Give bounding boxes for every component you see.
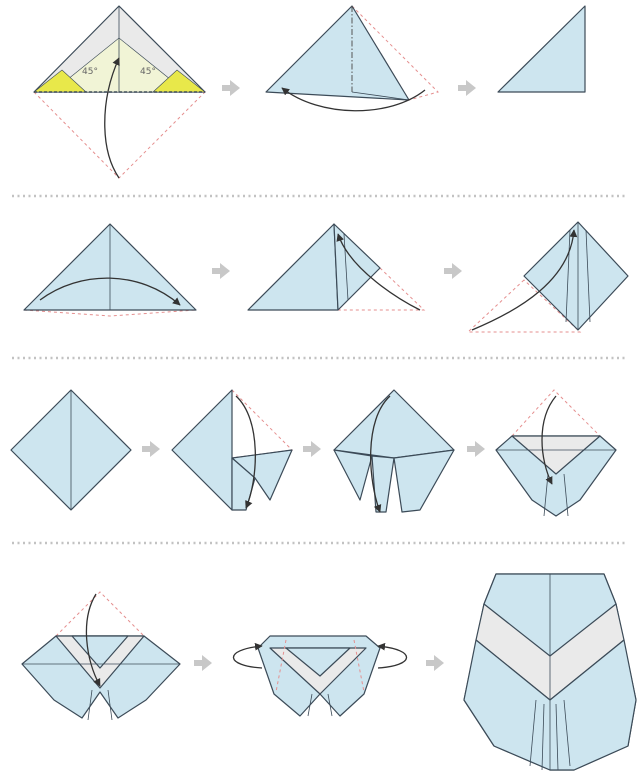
step-3: [497, 5, 586, 93]
step12-right-arrow: [377, 642, 408, 669]
step2-triangle: [265, 5, 410, 101]
step2-fold-arrow: [281, 87, 426, 112]
step-arrow-5: [142, 441, 160, 457]
step-6: [466, 221, 629, 333]
step-arrow-4: [444, 263, 462, 279]
step-4: [23, 223, 197, 317]
step-arrow-1: [222, 80, 240, 96]
step9-mid-flap: [371, 455, 395, 513]
step8-guide: [231, 388, 294, 459]
step-11: [21, 591, 181, 721]
step13-leg-2: [563, 699, 571, 767]
step-5: [247, 223, 426, 311]
step-9: [332, 388, 455, 513]
step13-leg-4: [555, 703, 559, 771]
step12-right-guide: [353, 639, 365, 693]
step6-diagonal-2: [565, 229, 571, 323]
step12-crease-2: [327, 693, 333, 717]
step9-right-flap: [393, 449, 455, 513]
step-13: [463, 573, 637, 771]
step1-unfolded-guide: [32, 91, 207, 179]
step-arrow-2: [458, 80, 476, 96]
step9-fold-arrow: [370, 395, 391, 513]
step2-inner-edge: [351, 91, 410, 101]
step9-top: [333, 389, 455, 459]
step-12: [232, 635, 408, 717]
step6-diagonal-3: [585, 229, 591, 323]
step-7: [10, 389, 132, 511]
step1-fold-up-arrow: [104, 57, 120, 179]
step-1: 45° 45°: [32, 5, 207, 179]
step11-guide: [54, 591, 146, 637]
step12-left-guide: [275, 639, 287, 693]
step-arrow-9: [426, 655, 444, 671]
step3-half-triangle: [497, 5, 586, 93]
step1-left-mark: 45°: [82, 67, 98, 77]
step9-left-flap: [333, 449, 373, 501]
step-2: [265, 5, 439, 112]
step12-left-arrow: [232, 642, 263, 669]
step8-left-half: [171, 389, 233, 511]
step-arrow-8: [194, 655, 212, 671]
step10-guide: [510, 389, 602, 437]
step11-crease-3: [107, 689, 113, 721]
step12-crease-1: [307, 693, 313, 717]
step-arrow-6: [303, 441, 321, 457]
step10-crease-3: [563, 473, 569, 517]
step5-fold-arrow: [336, 233, 421, 311]
step13-leg-3: [541, 703, 545, 771]
step-arrow-3: [212, 263, 230, 279]
step-8: [171, 388, 294, 511]
step8-fold-arrow: [235, 395, 256, 509]
step8-crease: [231, 449, 293, 459]
step4-guide: [23, 309, 197, 317]
step-10: [495, 389, 617, 517]
step6-fold-arrow: [471, 229, 578, 331]
step4-fold-arrow: [39, 277, 181, 306]
step6-guide: [466, 279, 582, 333]
step5-flap: [333, 223, 381, 311]
step11-crease-2: [87, 689, 93, 721]
step1-right-mark: 45°: [140, 67, 156, 77]
step5-crease: [343, 233, 349, 301]
step11-fold-arrow: [85, 593, 101, 687]
step11-center: [71, 635, 129, 669]
step10-fold-arrow: [541, 395, 557, 485]
step5-base: [247, 223, 339, 311]
step13-leg-1: [529, 699, 537, 767]
step12-center: [285, 647, 351, 677]
step6-square: [523, 221, 629, 331]
step10-white-band: [511, 435, 601, 475]
step-arrow-7: [467, 441, 485, 457]
